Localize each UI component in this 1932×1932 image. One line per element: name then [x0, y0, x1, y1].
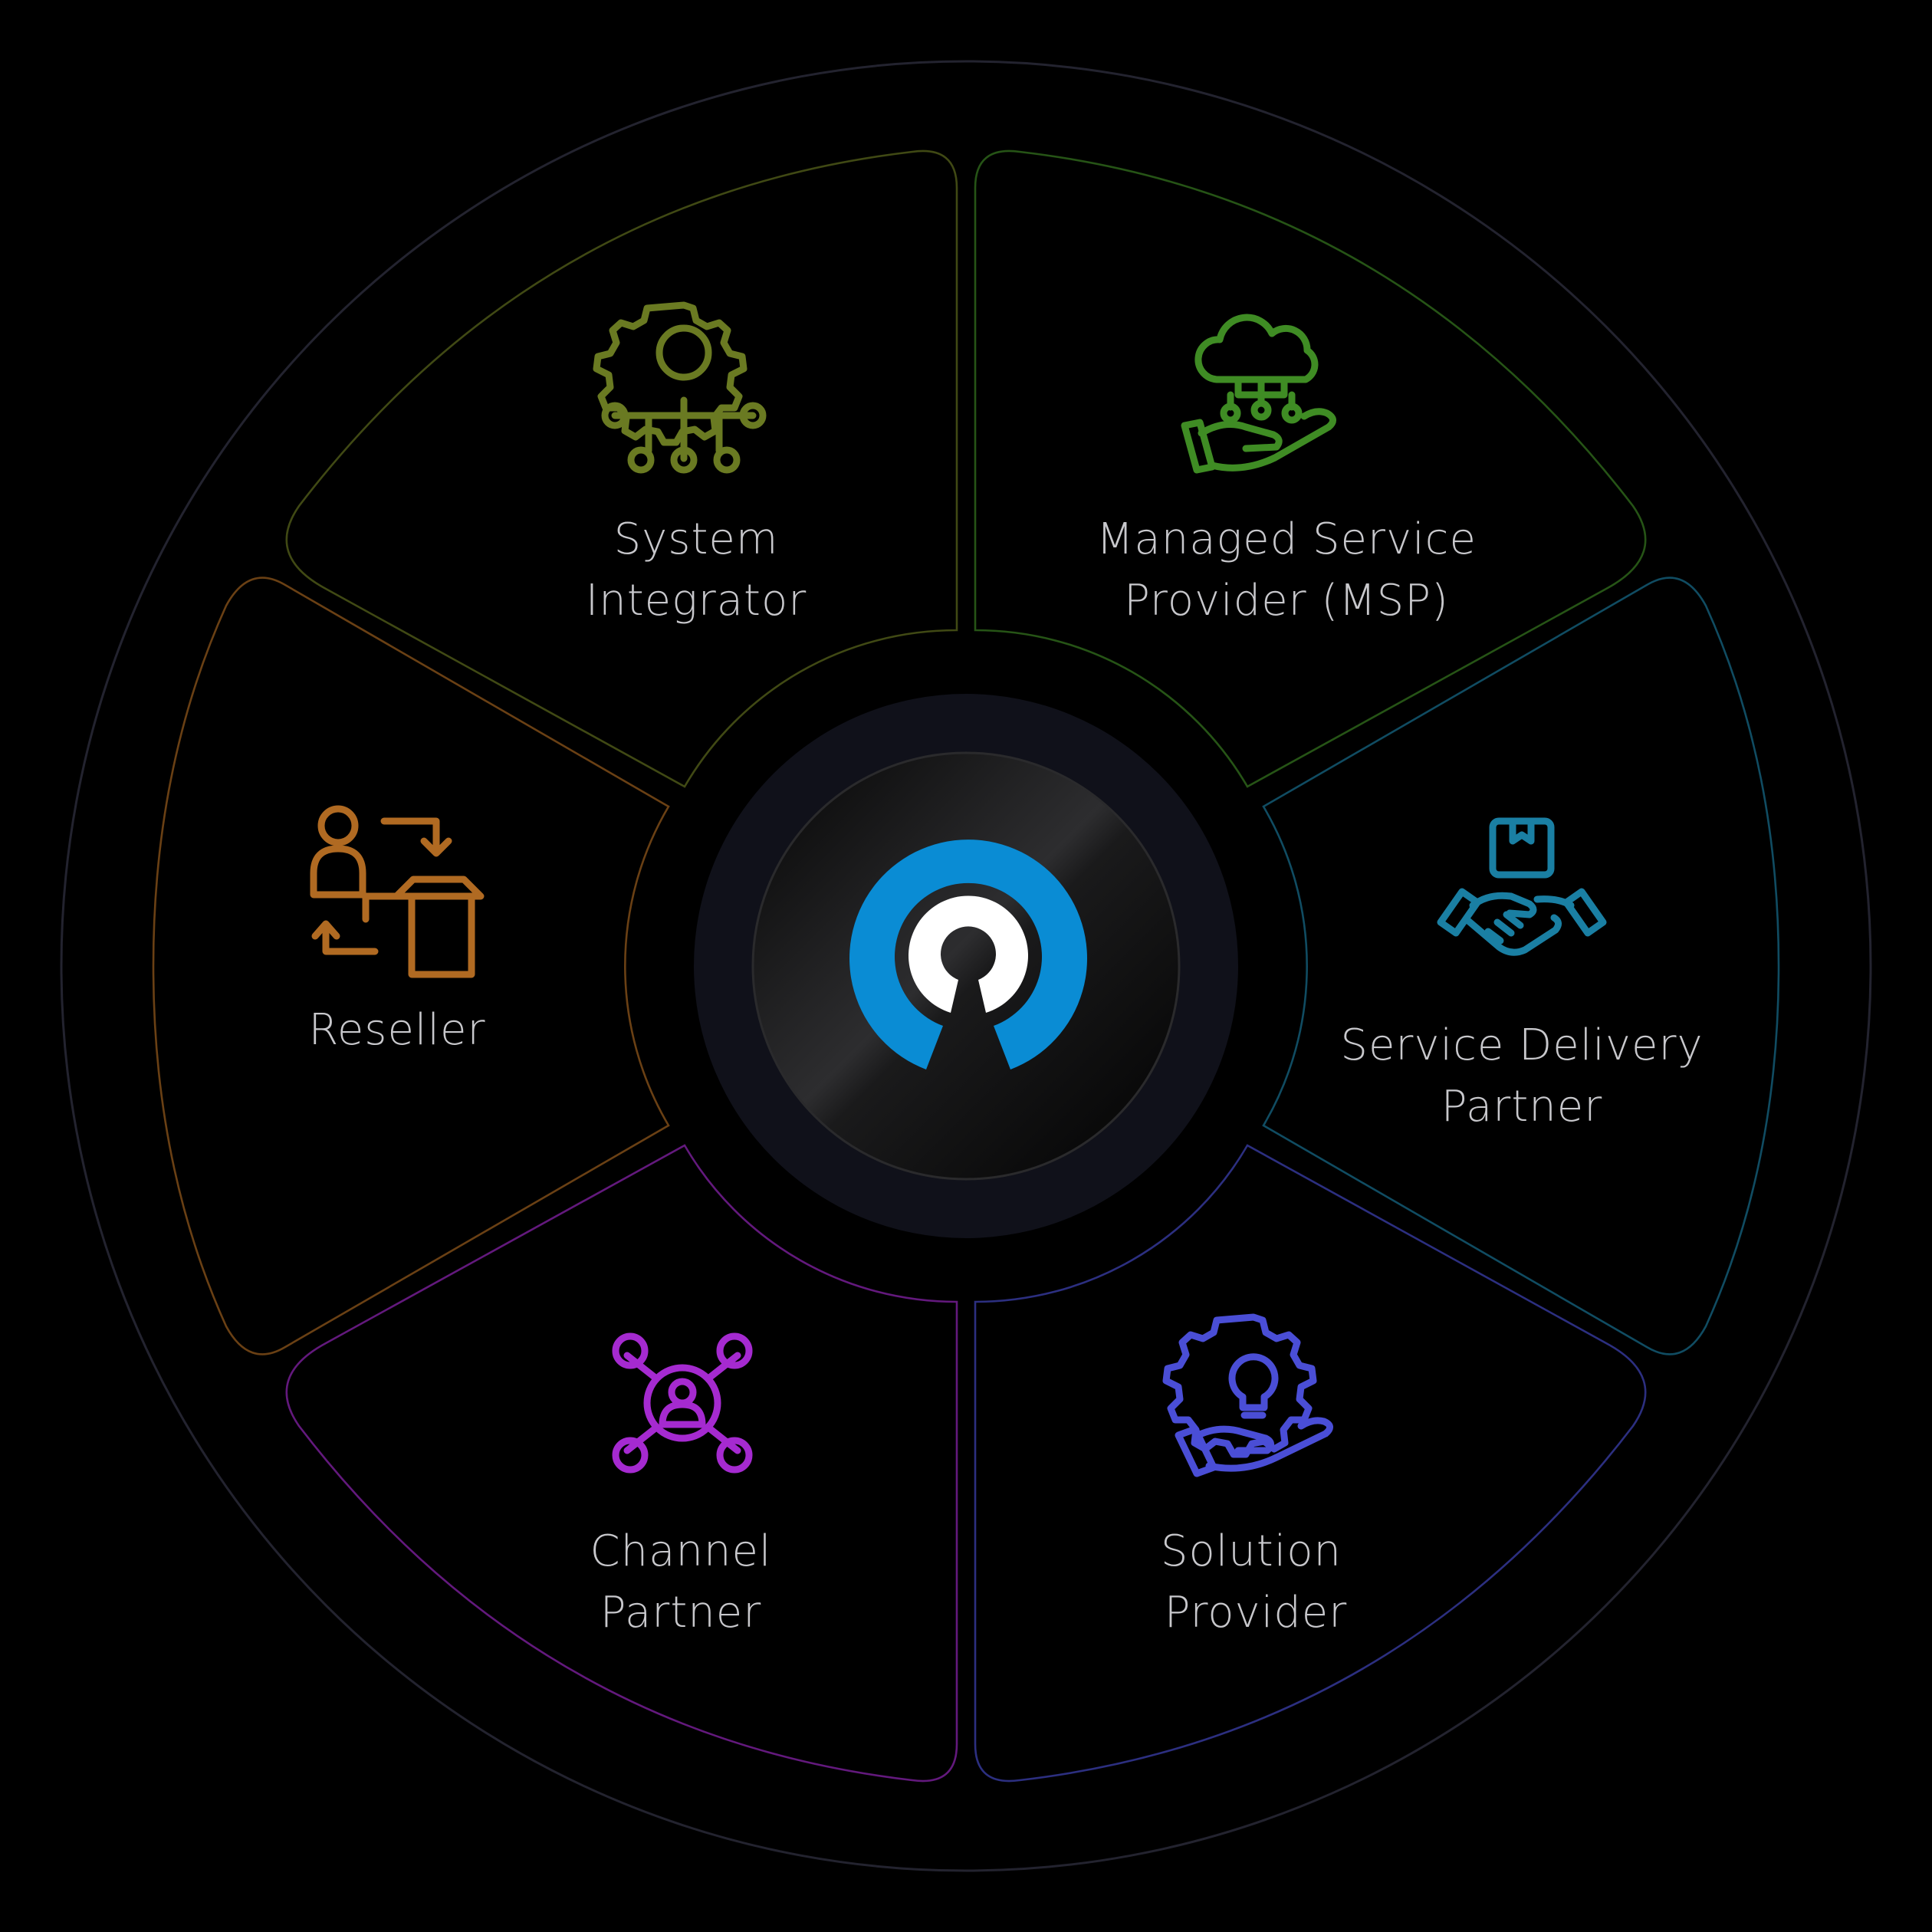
segment-outline [974, 150, 1647, 788]
center-hub [694, 694, 1238, 1238]
gear-network-icon [593, 301, 767, 474]
segment-outline [285, 150, 958, 788]
segment-label-line-1: Solution [1161, 1526, 1342, 1576]
segment-label-line-1: Managed Service [1096, 514, 1477, 564]
segment-label-line-2: Provider (MSP) [1124, 576, 1449, 626]
segment-msp[interactable]: Managed Service Provider (MSP) [974, 150, 1647, 788]
segment-outline [974, 1144, 1647, 1783]
cloud-hand-icon [1181, 314, 1336, 474]
segment-channel-partner[interactable]: Channel Partner [285, 1144, 958, 1783]
user-network-icon [612, 1332, 753, 1474]
segment-service-delivery[interactable]: Service Delivery Partner [1262, 577, 1780, 1355]
segment-label-line-2: Provider [1165, 1588, 1348, 1638]
segment-label-line-2: Partner [1441, 1082, 1603, 1132]
segment-reseller[interactable]: Reseller [152, 577, 670, 1355]
segment-label-line-2: Partner [600, 1588, 762, 1638]
segment-outline [1262, 577, 1780, 1355]
segment-label-line-1: System [614, 514, 779, 564]
segment-label-line-2: Integrator [586, 576, 807, 626]
handshake-box-icon [1437, 817, 1607, 956]
segment-label-line-1: Channel [590, 1526, 772, 1576]
outer-ring [60, 60, 1872, 1872]
lightbulb-gear-hand-icon [1162, 1313, 1333, 1477]
segment-solution-provider[interactable]: Solution Provider [974, 1144, 1647, 1783]
segment-label-line-1: Reseller [308, 1005, 485, 1055]
logo-icon [849, 840, 1087, 1070]
segment-label-line-1: Service Delivery [1340, 1020, 1703, 1070]
user-exchange-box-icon [310, 805, 485, 978]
segment-system-integrator[interactable]: System Integrator [285, 150, 958, 788]
hub-knob [751, 751, 1181, 1181]
